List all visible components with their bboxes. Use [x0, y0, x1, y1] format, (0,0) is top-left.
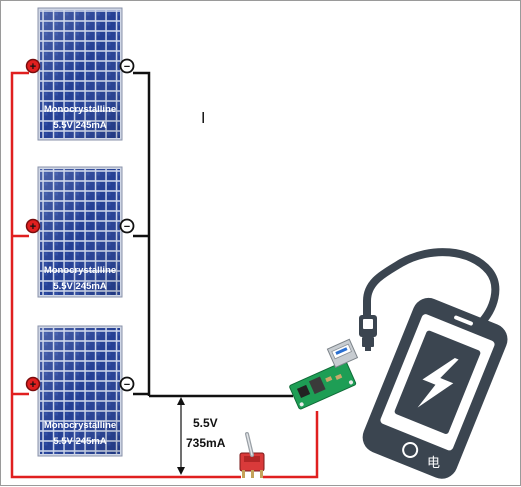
panel-3-rating: 5.5V 245mA	[53, 436, 106, 447]
output-measurement: 5.5V 735mA	[177, 397, 226, 475]
text-cursor: I	[201, 110, 205, 127]
arrow-head-down	[177, 467, 185, 475]
negative-symbol: −	[124, 379, 130, 391]
negative-terminal-icon: −	[119, 218, 135, 234]
positive-terminal-icon: +	[25, 376, 41, 392]
toggle-switch-icon[interactable]	[239, 432, 265, 478]
watermark-glyph: 电	[427, 456, 440, 471]
phone-icon	[359, 248, 508, 479]
panel-2-type: Monocrystalline	[44, 265, 116, 276]
arrow-head-up	[177, 397, 185, 405]
positive-terminal-icon: +	[25, 218, 41, 234]
positive-bus-wire	[10, 71, 241, 479]
negative-wiring	[133, 71, 293, 398]
panel-3-type: Monocrystalline	[44, 420, 116, 431]
positive-symbol: +	[30, 379, 36, 391]
boost-converter-board-icon	[289, 338, 359, 410]
panel-1-type: Monocrystalline	[44, 104, 116, 115]
negative-terminal-icon: −	[119, 58, 135, 74]
negative-symbol: −	[124, 61, 130, 73]
positive-symbol: +	[30, 221, 36, 233]
solar-panel-2: Monocrystalline 5.5V 245mA	[37, 166, 123, 298]
positive-to-converter-wire	[263, 411, 319, 479]
negative-symbol: −	[124, 221, 130, 233]
negative-bus-wire	[133, 71, 151, 396]
positive-wiring	[10, 71, 319, 479]
negative-terminal-icon: −	[119, 376, 135, 392]
positive-terminal-icon: +	[25, 58, 41, 74]
lightning-bolt-icon	[417, 358, 459, 408]
positive-symbol: +	[30, 61, 36, 73]
panel-1-rating: 5.5V 245mA	[53, 120, 106, 131]
solar-panel-3: Monocrystalline 5.5V 245mA	[37, 325, 123, 457]
solar-panel-1: Monocrystalline 5.5V 245mA	[37, 7, 123, 141]
output-voltage: 5.5V	[193, 416, 218, 430]
panel-2-rating: 5.5V 245mA	[53, 281, 106, 292]
output-current: 735mA	[186, 436, 226, 450]
